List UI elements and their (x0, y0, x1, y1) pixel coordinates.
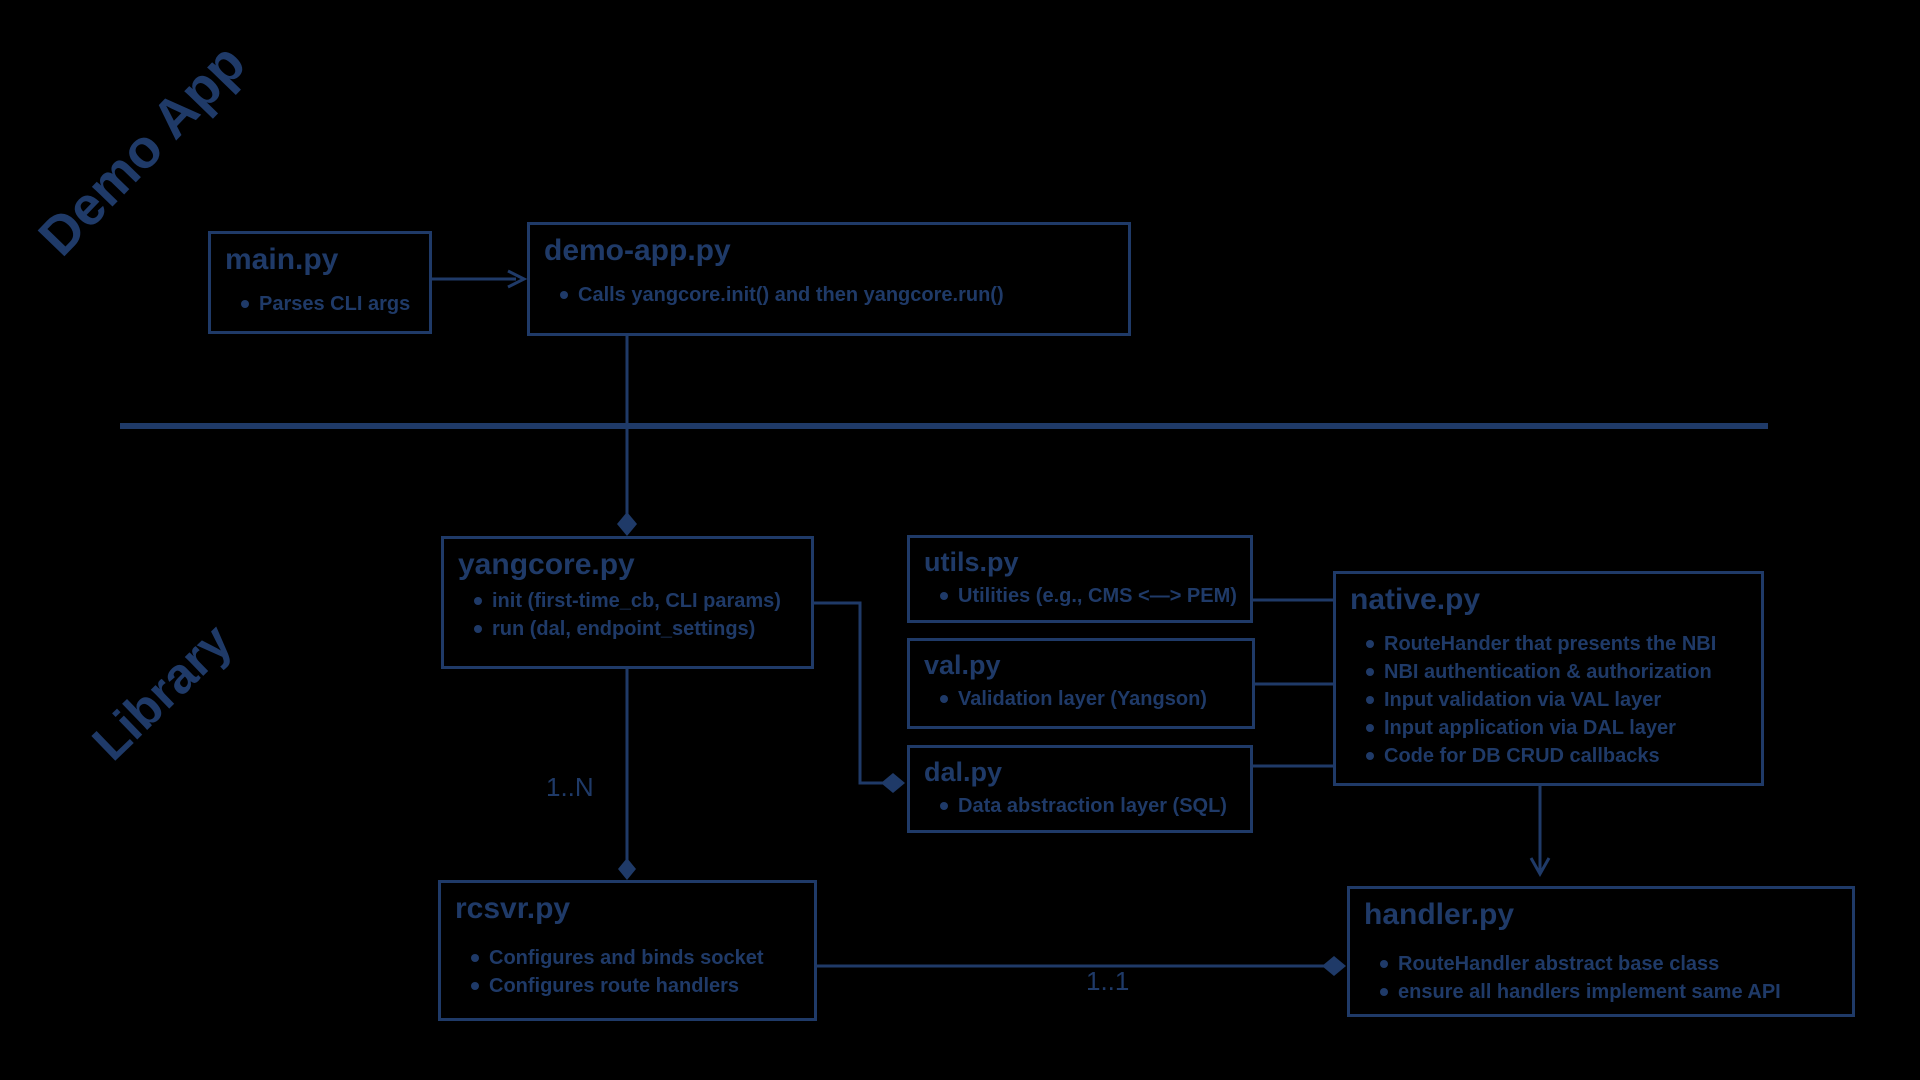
bullet-dot (1366, 695, 1374, 704)
box-utils-py: utils.py Utilities (e.g., CMS <—> PEM) (907, 535, 1253, 623)
bullet-text: Validation layer (Yangson) (958, 688, 1207, 711)
diamond-dal-left (881, 773, 905, 793)
box-handler-py-bullets: RouteHandler abstract base class ensure … (1364, 950, 1838, 1006)
bullet-dot (1366, 751, 1374, 760)
box-native-py-title: native.py (1350, 583, 1481, 616)
bullet-text: Utilities (e.g., CMS <—> PEM) (958, 585, 1237, 608)
connector-yangcore-to-dal (814, 601, 884, 785)
box-main-py-bullets: Parses CLI args (225, 290, 415, 318)
bullet-dot (241, 299, 249, 308)
bullet-text: ensure all handlers implement same API (1398, 980, 1781, 1003)
box-demo-app-py: demo-app.py Calls yangcore.init() and th… (527, 222, 1131, 336)
bullet-item: Code for DB CRUD callbacks (1366, 742, 1747, 770)
box-handler-py: handler.py RouteHandler abstract base cl… (1347, 886, 1855, 1017)
bullet-text: Data abstraction layer (SQL) (958, 795, 1227, 818)
box-utils-py-bullets: Utilities (e.g., CMS <—> PEM) (924, 582, 1237, 610)
bullet-dot (940, 592, 948, 601)
bullet-dot (940, 802, 948, 811)
bullet-item: Parses CLI args (241, 290, 415, 318)
box-rcsvr-py-title: rcsvr.py (455, 892, 571, 925)
bullet-text: Input application via DAL layer (1384, 716, 1676, 739)
bullet-item: Input validation via VAL layer (1366, 686, 1747, 714)
box-native-py: native.py RouteHander that presents the … (1333, 571, 1764, 786)
bullet-dot (474, 596, 482, 605)
bullet-item: Validation layer (Yangson) (940, 685, 1238, 713)
box-rcsvr-py: rcsvr.py Configures and binds socket Con… (438, 880, 817, 1021)
box-dal-py: dal.py Data abstraction layer (SQL) (907, 745, 1253, 833)
box-utils-py-title: utils.py (924, 547, 1019, 577)
diamond-yangcore-top (617, 512, 637, 536)
bullet-text: NBI authentication & authorization (1384, 660, 1712, 683)
bullet-text: init (first-time_cb, CLI params) (492, 589, 781, 612)
box-native-py-bullets: RouteHander that presents the NBI NBI au… (1350, 630, 1747, 770)
bullet-text: Calls yangcore.init() and then yangcore.… (578, 283, 1004, 306)
bullet-text: RouteHandler abstract base class (1398, 952, 1720, 975)
bullet-item: Data abstraction layer (SQL) (940, 792, 1236, 820)
arrowhead-handler-top (1529, 857, 1551, 878)
box-dal-py-title: dal.py (924, 757, 1003, 787)
bullet-dot (560, 290, 568, 299)
bullet-dot (940, 695, 948, 704)
bullet-dot (1380, 987, 1388, 996)
box-demo-app-py-title: demo-app.py (544, 234, 731, 267)
bullet-item: RouteHandler abstract base class (1380, 950, 1838, 978)
box-rcsvr-py-bullets: Configures and binds socket Configures r… (455, 944, 800, 1000)
box-val-py-bullets: Validation layer (Yangson) (924, 685, 1238, 713)
bullet-text: Configures route handlers (489, 974, 740, 997)
diamond-handler-left (1322, 956, 1346, 976)
box-yangcore-py: yangcore.py init (first-time_cb, CLI par… (441, 536, 814, 669)
box-handler-py-title: handler.py (1364, 898, 1515, 931)
box-val-py: val.py Validation layer (Yangson) (907, 638, 1255, 729)
multiplicity-label-1-n: 1..N (546, 772, 594, 802)
box-main-py-title: main.py (225, 243, 339, 276)
box-yangcore-py-bullets: init (first-time_cb, CLI params) run (da… (458, 587, 797, 643)
bullet-item: Utilities (e.g., CMS <—> PEM) (940, 582, 1237, 610)
box-yangcore-py-title: yangcore.py (458, 548, 635, 581)
bullet-text: run (dal, endpoint_settings) (492, 617, 756, 640)
bullet-item: Input application via DAL layer (1366, 714, 1747, 742)
bullet-item: NBI authentication & authorization (1366, 658, 1747, 686)
bullet-item: Calls yangcore.init() and then yangcore.… (560, 281, 1114, 309)
diamond-rcsvr-top (618, 858, 636, 880)
box-dal-py-bullets: Data abstraction layer (SQL) (924, 792, 1236, 820)
bullet-dot (1366, 667, 1374, 676)
box-main-py: main.py Parses CLI args (208, 231, 432, 334)
bullet-item: ensure all handlers implement same API (1380, 978, 1838, 1006)
bullet-dot (1366, 639, 1374, 648)
bullet-item: Configures and binds socket (471, 944, 800, 972)
bullet-item: run (dal, endpoint_settings) (474, 615, 797, 643)
bullet-item: Configures route handlers (471, 972, 800, 1000)
bullet-text: Parses CLI args (259, 292, 411, 315)
bullet-text: Input validation via VAL layer (1384, 688, 1662, 711)
arrowhead-main-to-demoapp (507, 269, 528, 289)
box-demo-app-py-bullets: Calls yangcore.init() and then yangcore.… (544, 281, 1114, 309)
bullet-dot (1366, 723, 1374, 732)
bullet-text: Code for DB CRUD callbacks (1384, 744, 1660, 767)
bullet-text: Configures and binds socket (489, 946, 764, 969)
bullet-item: RouteHander that presents the NBI (1366, 630, 1747, 658)
bullet-dot (471, 981, 479, 990)
bullet-dot (1380, 959, 1388, 968)
bullet-dot (471, 953, 479, 962)
multiplicity-label-1-1: 1..1 (1086, 966, 1130, 996)
bullet-dot (474, 624, 482, 633)
box-val-py-title: val.py (924, 650, 1001, 680)
bullet-item: init (first-time_cb, CLI params) (474, 587, 797, 615)
bullet-text: RouteHander that presents the NBI (1384, 632, 1717, 655)
